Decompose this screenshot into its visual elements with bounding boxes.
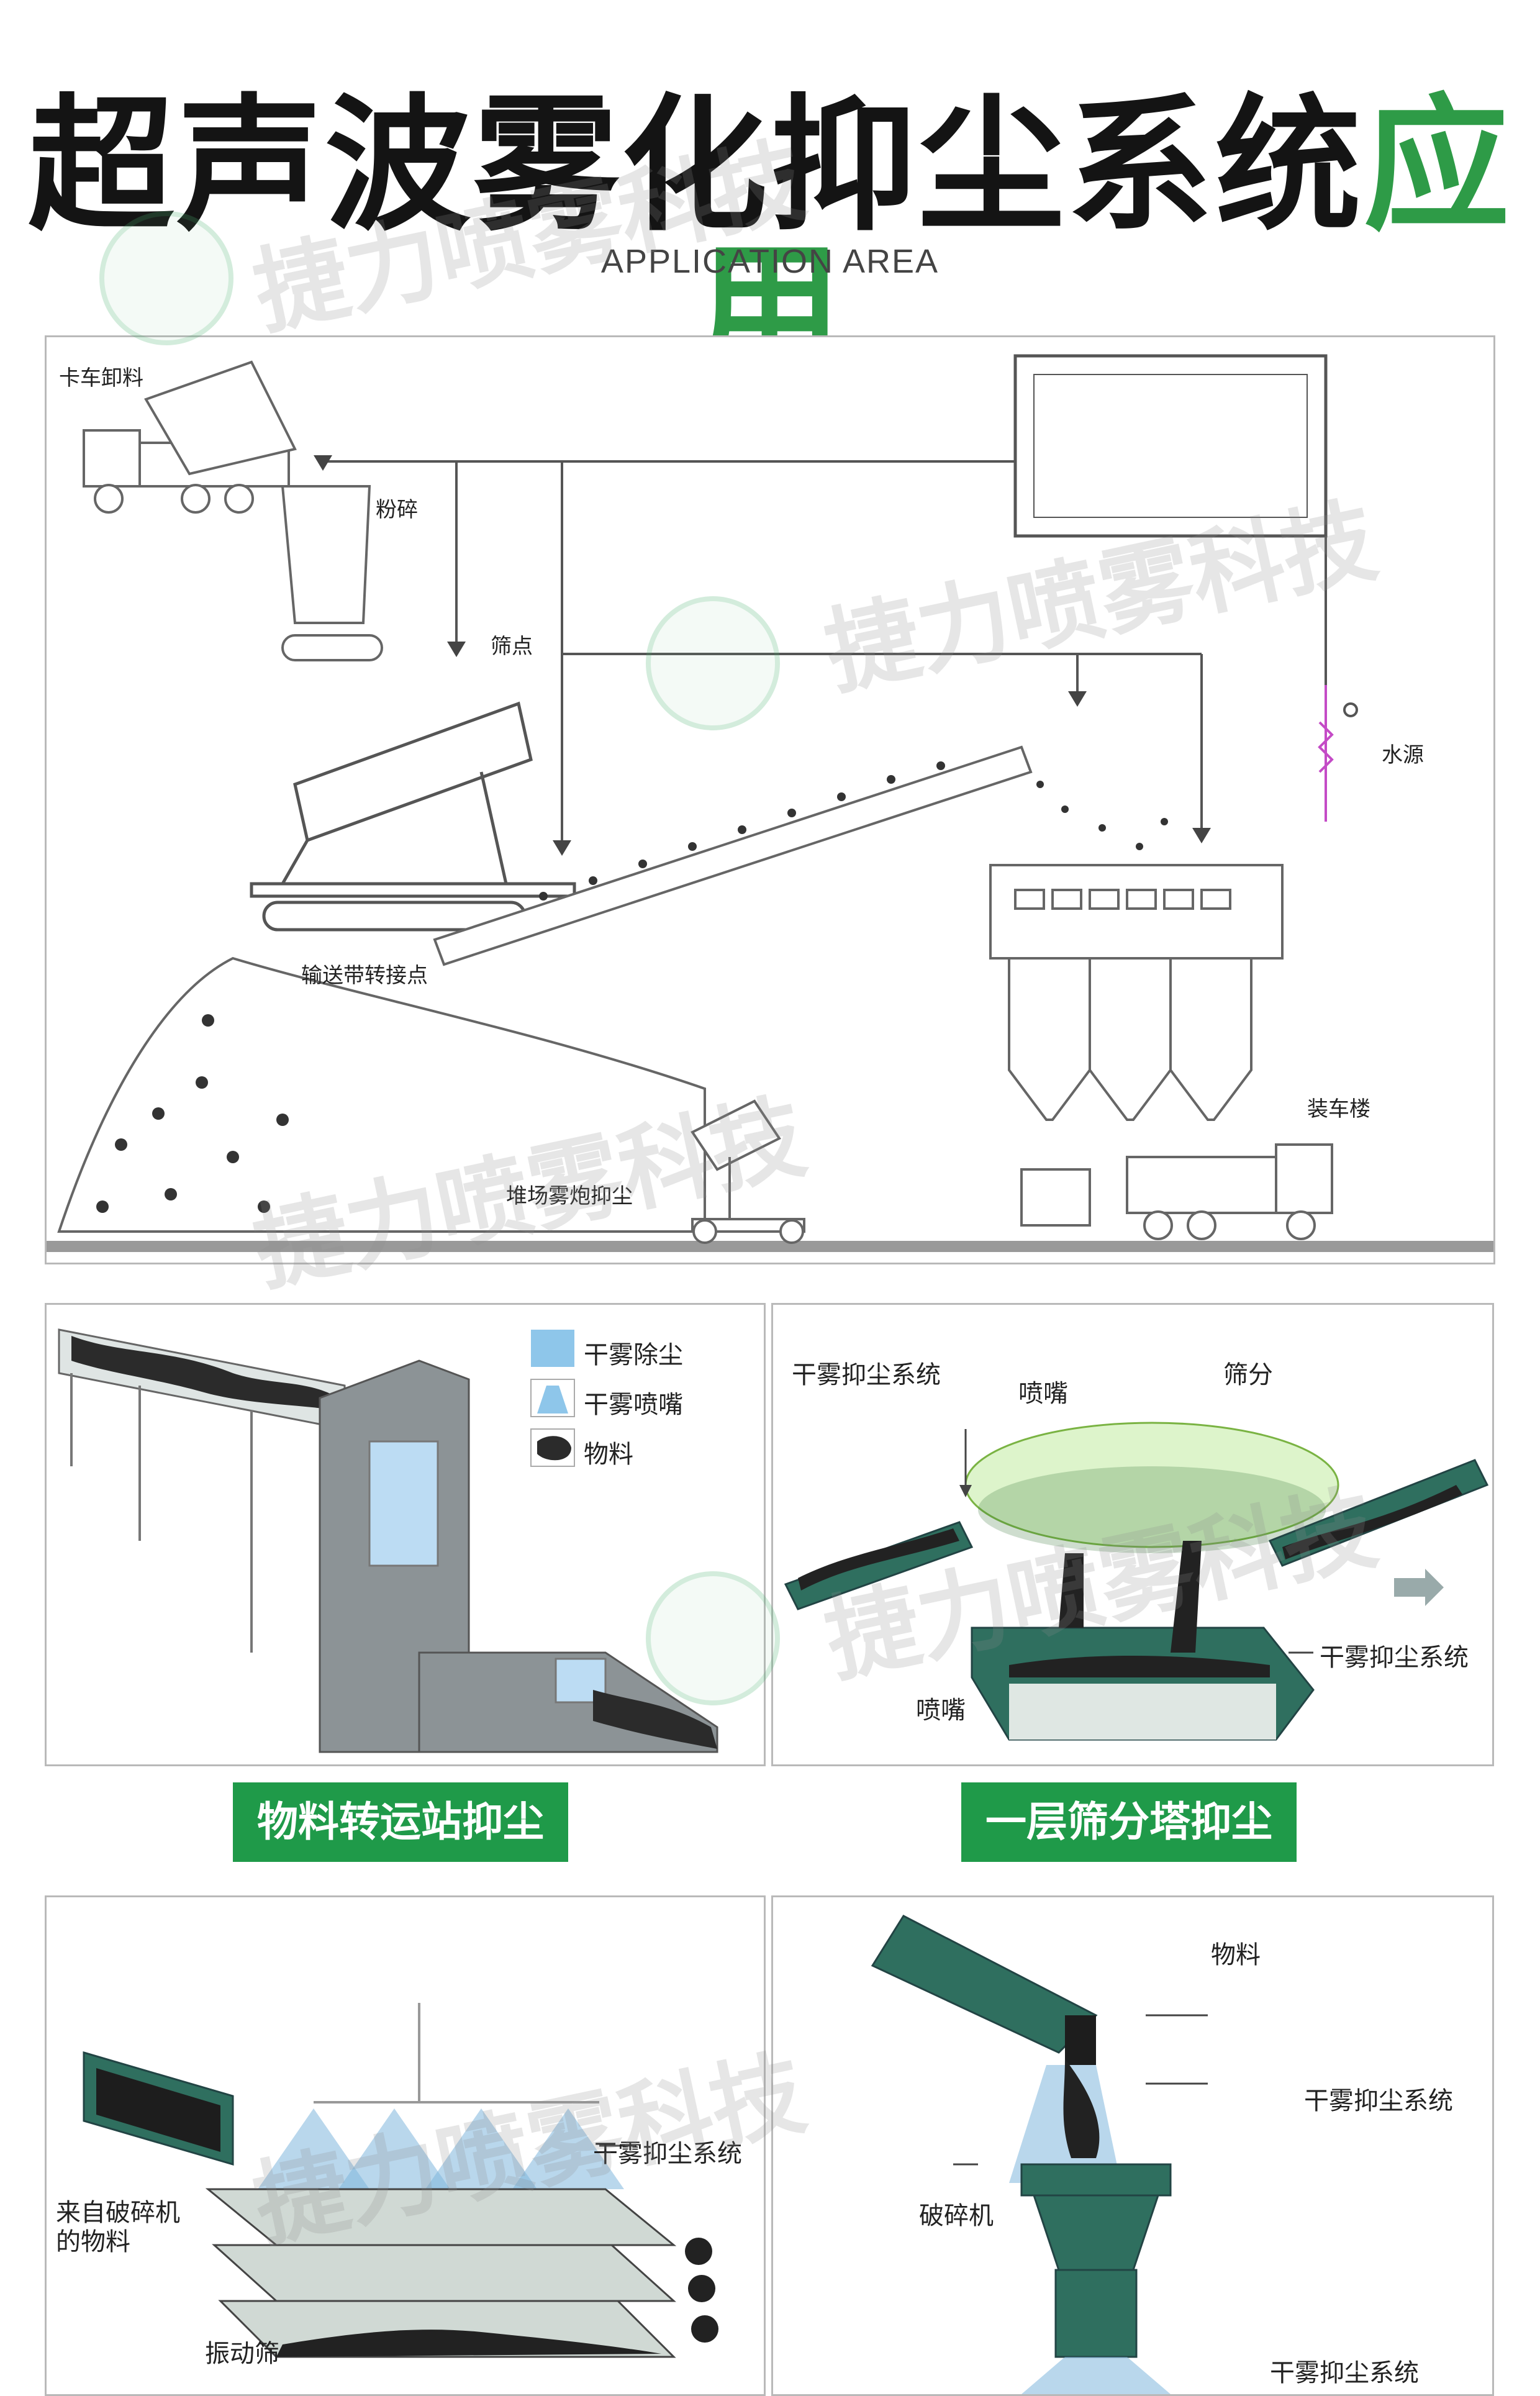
dump-truck-icon <box>83 360 297 514</box>
fog-cannon-icon <box>691 1099 805 1244</box>
watermark-logo-icon <box>646 596 780 730</box>
label-system-top: 干雾抑尘系统 <box>792 1361 941 1389</box>
watermark-logo-icon <box>646 1571 780 1705</box>
inclined-conveyor-icon <box>433 745 1033 966</box>
material-on-conveyor <box>539 761 1168 901</box>
label-crusher-material: 物料 <box>1211 1941 1261 1969</box>
crusher-hopper-icon <box>281 485 383 661</box>
title-main: 超声波雾化抑尘系统 <box>28 81 1364 251</box>
label-crusher-system-bottom: 干雾抑尘系统 <box>1270 2359 1419 2387</box>
label-vs-system: 干雾抑尘系统 <box>593 2140 742 2168</box>
banner-transfer-station: 物料转运站抑尘 <box>233 1782 568 1862</box>
label-system-bottom: 干雾抑尘系统 <box>1320 1643 1469 1672</box>
label-from-crusher-line1: 来自破碎机 <box>56 2199 180 2227</box>
vibrating-screen-machine-icon <box>250 701 576 932</box>
watermark-logo-icon <box>99 211 233 345</box>
transfer-station-drawing <box>58 1328 718 1753</box>
label-water-source: 水源 <box>1382 743 1424 768</box>
label-nozzle-bottom: 喷嘴 <box>916 1696 966 1725</box>
label-crusher-system-top: 干雾抑尘系统 <box>1304 2087 1453 2115</box>
loading-truck-icon <box>1020 1143 1333 1240</box>
panel-screen-tower: 干雾抑尘系统 喷嘴 筛分 干雾抑尘系统 喷嘴 <box>771 1303 1494 1766</box>
label-vibrating-screen: 振动筛 <box>205 2339 279 2368</box>
panel-crusher: 物料 干雾抑尘系统 破碎机 干雾抑尘系统 <box>771 1895 1494 2396</box>
legend-dry-fog-dust: 干雾除尘 <box>584 1341 683 1369</box>
label-nozzle-top: 喷嘴 <box>1018 1379 1068 1408</box>
banner-screen-tower: 一层筛分塔抑尘 <box>961 1782 1297 1862</box>
label-crusher: 破碎机 <box>919 2202 994 2230</box>
label-stockpile-fog-cannon: 堆场雾炮抑尘 <box>506 1184 633 1209</box>
label-from-crusher-line2: 的物料 <box>56 2228 130 2256</box>
main-process-diagram: 卡车卸料 粉碎 筛点 水源 输送带转接点 装车楼 堆场雾炮抑尘 <box>45 335 1495 1264</box>
page-subtitle: APPLICATION AREA <box>600 243 940 280</box>
vibrating-screen-drawing <box>83 2003 718 2358</box>
label-screen-point: 筛点 <box>491 634 533 659</box>
panel-vibrating-screen: 干雾抑尘系统 来自破碎机 的物料 振动筛 <box>45 1895 766 2396</box>
loading-building-icon <box>989 864 1284 1121</box>
nozzle-icons <box>314 455 1211 856</box>
label-screening: 筛分 <box>1223 1361 1273 1389</box>
top-bin-icon <box>1013 354 1328 538</box>
process-diagram-drawing <box>47 354 1493 1252</box>
screen-tower-drawing <box>784 1422 1489 1741</box>
panel-transfer-station: 干雾除尘 干雾喷嘴 物料 <box>45 1303 766 1766</box>
label-crush: 粉碎 <box>376 497 418 522</box>
page-title: 超声波雾化抑尘系统应用 <box>0 93 1540 385</box>
label-conveyor-transfer: 输送带转接点 <box>301 963 428 988</box>
legend-dry-fog-nozzle: 干雾喷嘴 <box>584 1391 683 1419</box>
legend-material: 物料 <box>584 1440 633 1469</box>
stockpile-icon <box>57 956 706 1233</box>
water-source-icon <box>1318 685 1334 822</box>
crusher-drawing <box>871 1915 1208 2394</box>
label-loading-building: 装车楼 <box>1307 1097 1370 1122</box>
label-truck-unload: 卡车卸料 <box>59 366 143 391</box>
